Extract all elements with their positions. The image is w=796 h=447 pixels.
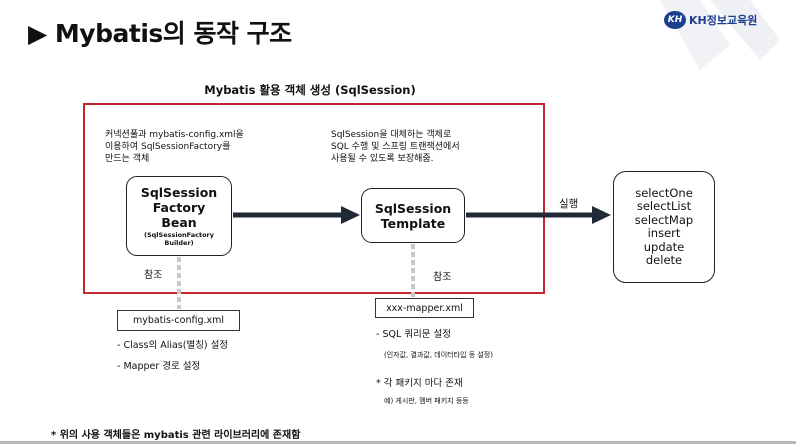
factory-to-template-arrowhead: [341, 206, 360, 224]
factory-title-line: Bean: [161, 215, 197, 230]
config-bullet: - Mapper 경로 설정: [117, 361, 201, 372]
method-item: update: [643, 239, 685, 254]
sqlsession-methods-node: selectOne selectList selectMap insert up…: [613, 171, 715, 283]
factory-ref-label: 참조: [144, 270, 163, 281]
template-title-line: SqlSession: [374, 200, 452, 216]
method-item: insert: [647, 226, 681, 240]
factory-subtitle-line: (SqlSessionFactory: [144, 231, 214, 239]
factory-subtitle-line: Builder): [164, 239, 194, 247]
footer-note: * 위의 사용 객체들은 mybatis 관련 라이브러리에 존재함: [51, 430, 301, 441]
slide-title: ▶ Mybatis의 동작 구조: [28, 19, 292, 48]
template-title-line: Template: [380, 215, 446, 231]
spring-container-frame: [83, 103, 545, 294]
method-item: delete: [645, 253, 683, 267]
mapper-bullet-detail: 예) 게시판, 멤버 패키지 등등: [384, 397, 469, 405]
template-description-line: SqlSession을 대체하는 객체로: [331, 130, 452, 140]
mapper-bullet: * 각 패키지 마다 존재: [376, 378, 463, 389]
factory-title-line: Factory: [152, 200, 206, 215]
mapper-bullet: - SQL 쿼리문 설정: [376, 329, 451, 340]
config-bullet: - Class의 Alias(별칭) 설정: [117, 340, 229, 351]
factory-description-line: 커넥션풀과 mybatis-config.xml을: [105, 130, 244, 140]
kh-logo-badge: KH: [664, 11, 686, 29]
footer-rule: [0, 441, 796, 444]
template-description-line: 사용될 수 있도록 보장해줌.: [331, 154, 434, 164]
template-to-methods-arrowhead: [592, 206, 611, 224]
template-ref-label: 참조: [433, 272, 452, 283]
section-heading: Mybatis 활용 객체 생성 (SqlSession): [204, 83, 416, 97]
kh-logo-text: KH정보교육원: [689, 14, 758, 27]
template-description: SqlSession을 대체하는 객체로 SQL 수행 및 스프링 트랜잭션에서…: [331, 129, 460, 165]
method-item: selectMap: [634, 212, 694, 227]
factory-description-line: 이용하여 SqlSessionFactory를: [105, 142, 231, 152]
method-item: selectList: [636, 199, 692, 213]
mapper-file-box: xxx-mapper.xml: [375, 298, 474, 318]
factory-description-line: 만드는 객체: [105, 154, 150, 164]
template-description-line: SQL 수행 및 스프링 트랜잭션에서: [331, 142, 460, 152]
sqlsession-template-node: SqlSession Template: [361, 188, 465, 243]
execute-label: 실행: [559, 198, 579, 210]
mybatis-config-file-box: mybatis-config.xml: [117, 310, 240, 331]
mapper-bullet-detail: (인자값, 결과값, 데이터타입 등 설정): [384, 351, 493, 359]
factory-title-line: SqlSession: [140, 185, 218, 200]
method-item: selectOne: [635, 185, 693, 200]
kh-logo: KH KH정보교육원: [664, 9, 757, 31]
sqlsession-factory-bean-node: SqlSession Factory Bean (SqlSessionFacto…: [126, 176, 232, 256]
factory-description: 커넥션풀과 mybatis-config.xml을 이용하여 SqlSessio…: [105, 129, 244, 165]
